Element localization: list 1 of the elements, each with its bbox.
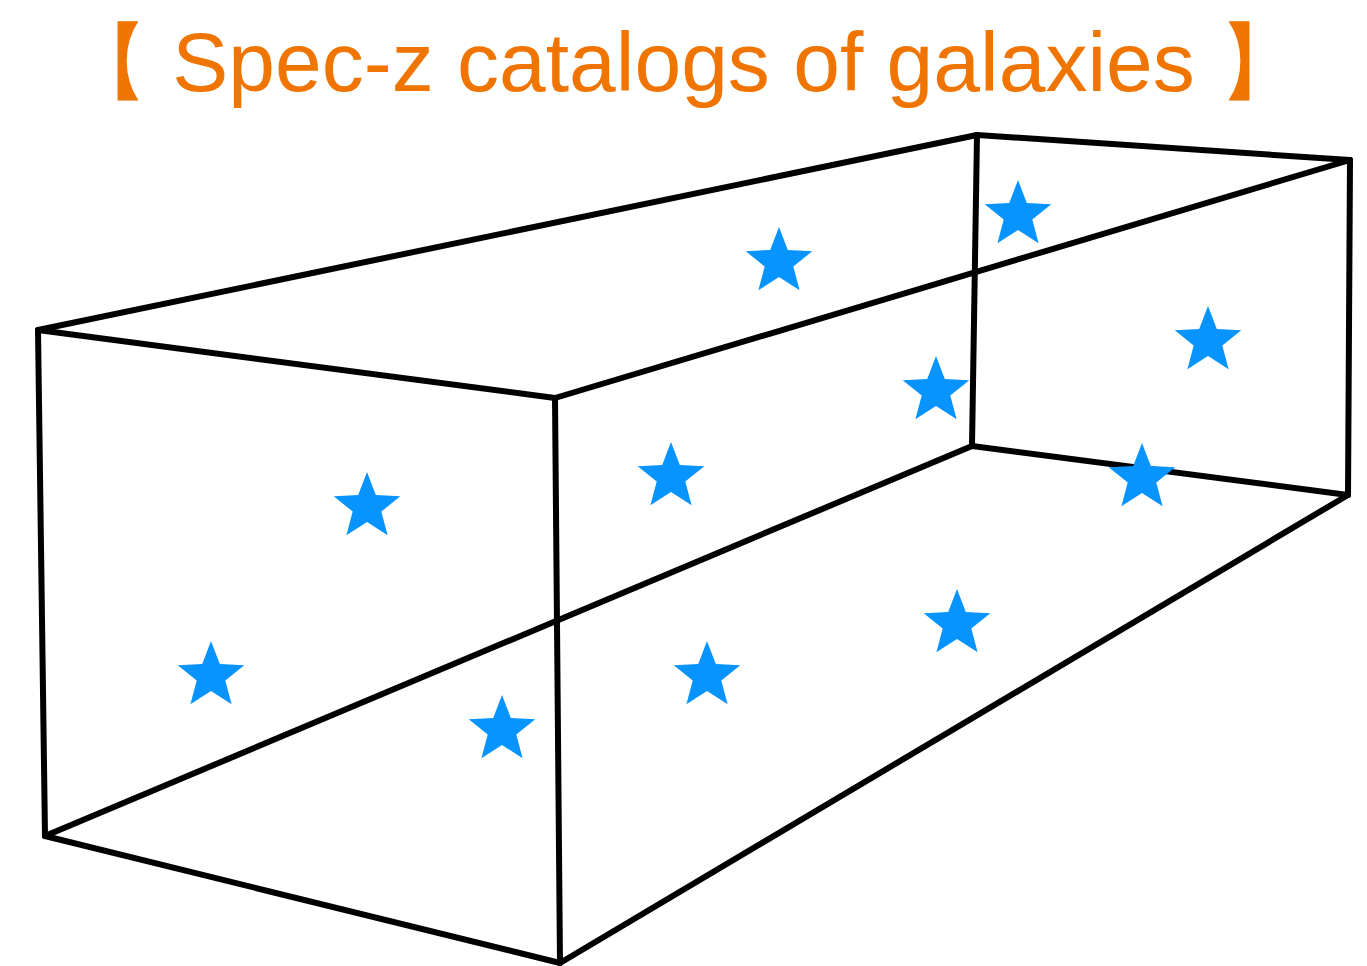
title: 【 Spec-z catalogs of galaxies 】 bbox=[63, 14, 1304, 111]
